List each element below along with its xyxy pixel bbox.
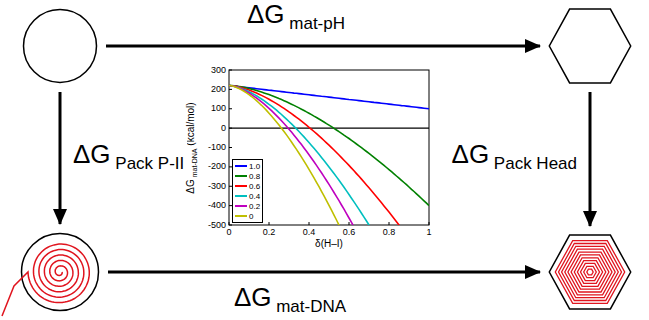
tick-label: 0 — [221, 124, 226, 133]
tick-label: -400 — [208, 201, 226, 210]
energy-label: ΔG Pack Head — [449, 140, 580, 174]
packed-dna — [568, 252, 612, 292]
data-curve — [229, 86, 357, 226]
legend-text: 0.6 — [249, 182, 260, 191]
legend-text: 0.4 — [249, 192, 260, 201]
legend-entry: 0.4 — [235, 191, 260, 201]
packed-dna — [565, 249, 615, 295]
tick-label: 0 — [226, 228, 231, 237]
packed-dna — [581, 263, 600, 280]
legend-line — [235, 183, 247, 189]
tick-label: -500 — [208, 221, 226, 230]
tick-mark — [229, 70, 232, 71]
tick-mark — [389, 222, 390, 225]
chart-legend: 1.00.80.60.40.20 — [232, 159, 263, 223]
legend-text: 0.8 — [249, 172, 260, 181]
tick-mark — [229, 222, 230, 225]
legend-line — [235, 163, 247, 169]
data-curve — [229, 86, 342, 226]
state-hexagon — [548, 8, 632, 84]
reaction-arrow — [108, 271, 540, 274]
legend-text: 0.2 — [249, 202, 260, 211]
tick-mark — [229, 147, 232, 148]
tick-mark — [229, 89, 232, 90]
legend-line — [235, 203, 247, 209]
shape-outline — [22, 8, 98, 84]
reaction-arrow — [589, 92, 592, 226]
legend-entry: 0.8 — [235, 171, 260, 181]
packed-dna — [587, 269, 593, 275]
shape-outline — [548, 8, 632, 84]
x-axis-label: δ(H–I) — [315, 239, 343, 249]
legend-line — [235, 193, 247, 199]
tick-mark — [229, 128, 232, 129]
tick-label: -200 — [208, 162, 226, 171]
legend-text: 1.0 — [249, 162, 260, 171]
zero-line — [229, 127, 429, 128]
state-circle — [20, 232, 100, 312]
energy-label: ΔG mat-DNA — [231, 283, 349, 317]
legend-entry: 0.2 — [235, 201, 260, 211]
tick-mark — [269, 222, 270, 225]
tick-mark — [429, 222, 430, 225]
packed-dna — [571, 255, 609, 289]
reaction-arrow — [59, 92, 62, 224]
packed-dna — [555, 241, 624, 304]
tick-label: 0.4 — [303, 228, 316, 237]
shape-outline — [548, 234, 632, 310]
packed-dna — [574, 258, 606, 287]
tick-label: 300 — [211, 66, 226, 75]
energy-label: ΔG mat-pH — [244, 0, 348, 34]
packed-dna — [562, 246, 619, 297]
y-axis-label: ΔG mat-DNA (kcal/mol) — [186, 102, 197, 193]
tick-label: 100 — [211, 104, 226, 113]
legend-line — [235, 213, 247, 219]
tick-label: 1 — [426, 228, 431, 237]
legend-line — [235, 173, 247, 179]
packed-dna — [584, 266, 597, 277]
tick-mark — [349, 222, 350, 225]
legend-entry: 0 — [235, 211, 260, 221]
legend-text: 0 — [249, 212, 253, 221]
energy-label: ΔG Pack P-II — [70, 140, 187, 174]
legend-entry: 0.6 — [235, 181, 260, 191]
tick-label: 0.2 — [263, 228, 276, 237]
state-hexagon — [548, 234, 632, 310]
plot-frame — [229, 70, 429, 225]
reaction-arrow — [106, 45, 540, 48]
legend-entry: 1.0 — [235, 161, 260, 171]
tick-label: 0.8 — [383, 228, 396, 237]
state-circle — [22, 8, 98, 84]
tick-label: 0.6 — [343, 228, 356, 237]
shape-outline — [20, 232, 100, 312]
packed-dna — [559, 244, 622, 301]
tick-mark — [309, 222, 310, 225]
tick-mark — [229, 108, 232, 109]
dna-spiral — [2, 244, 89, 316]
data-curve — [229, 86, 404, 226]
tick-label: -300 — [208, 182, 226, 191]
tick-label: -100 — [208, 143, 226, 152]
tick-label: 200 — [211, 85, 226, 94]
packed-dna — [577, 261, 602, 284]
